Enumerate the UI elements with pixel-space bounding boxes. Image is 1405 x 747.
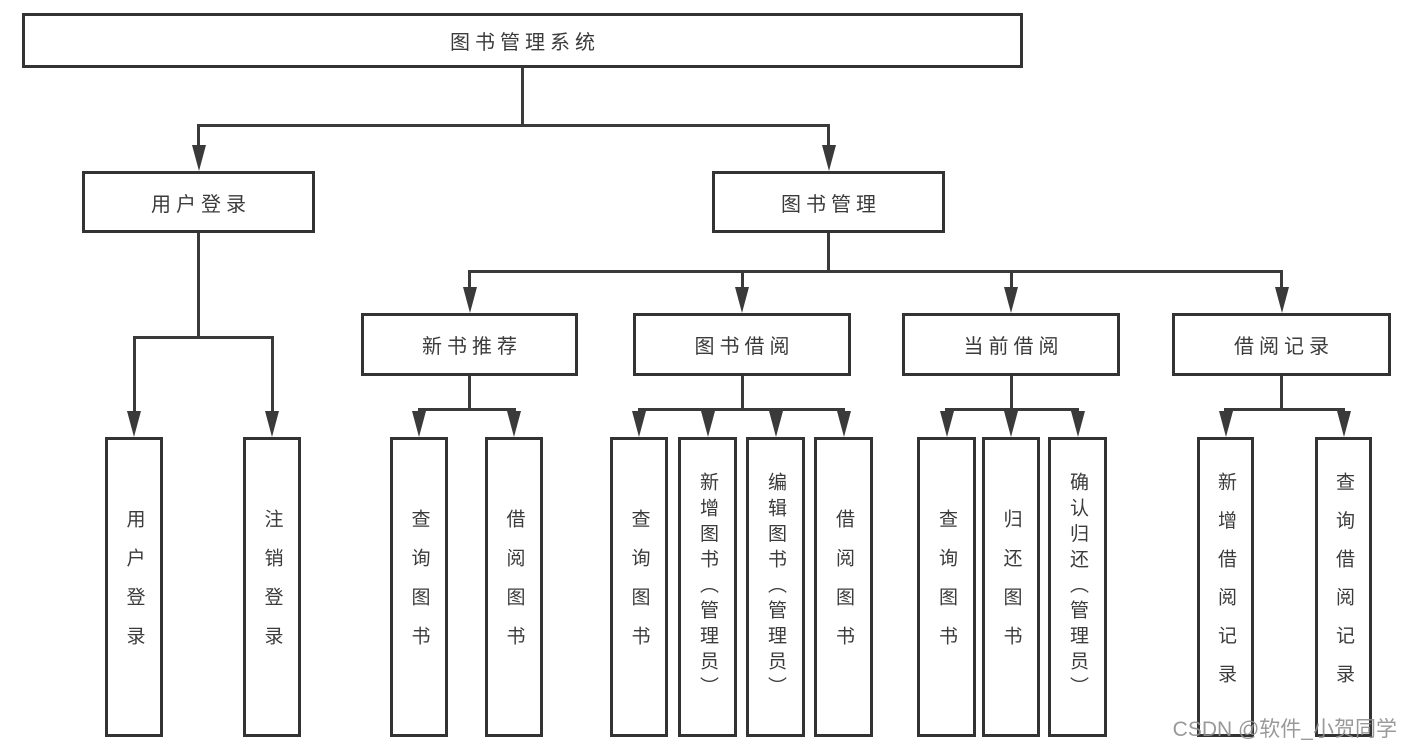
arrowhead-down-icon (768, 411, 783, 437)
connector-rail (637, 408, 845, 411)
node-user-login: 用户登录 (82, 171, 315, 233)
node-v-borrow-book-1: 借阅图书 (485, 437, 543, 737)
arrowhead-down-icon (1336, 411, 1351, 437)
arrowhead-down-icon (939, 411, 954, 437)
connector-drop (132, 336, 136, 413)
node-book-mgmt: 图书管理 (712, 171, 945, 233)
node-v-query-book-2: 查询图书 (610, 437, 668, 737)
arrowhead-down-icon (507, 411, 521, 437)
connector-rail (417, 408, 516, 411)
node-label-new-book-rec: 新书推荐 (422, 336, 522, 358)
node-label-v-query-book-2: 查询图书 (628, 509, 650, 665)
node-label-v-add-book: 新增图书（管理员） (697, 472, 718, 702)
connector-rail (468, 270, 1283, 273)
connector-drop (827, 124, 830, 147)
connector-drop (1009, 270, 1013, 289)
node-label-root: 图书管理系统 (450, 32, 600, 54)
arrowhead-down-icon (836, 411, 851, 437)
connector-rail (197, 124, 830, 127)
connector-stem (1009, 376, 1013, 411)
node-label-book-borrow: 图书借阅 (694, 336, 795, 358)
connector-drop (1280, 270, 1283, 289)
connector-drop (197, 124, 200, 147)
arrowhead-down-icon (127, 411, 141, 437)
node-label-v-edit-book: 编辑图书（管理员） (765, 472, 786, 702)
node-label-current-borrow: 当前借阅 (963, 336, 1064, 358)
node-v-add-borrow-record: 新增借阅记录 (1197, 437, 1254, 737)
node-v-borrow-book-2: 借阅图书 (814, 437, 873, 737)
node-v-logout: 注销登录 (243, 437, 301, 737)
arrowhead-down-icon (462, 287, 477, 313)
node-v-add-book: 新增图书（管理员） (678, 437, 737, 737)
node-label-borrow-records: 借阅记录 (1234, 336, 1334, 358)
connector-drop (740, 270, 744, 289)
arrowhead-down-icon (265, 411, 279, 437)
arrowhead-down-icon (191, 145, 206, 171)
arrowhead-down-icon (412, 411, 426, 437)
arrowhead-down-icon (1004, 411, 1018, 437)
node-root: 图书管理系统 (22, 13, 1023, 68)
connector-drop (270, 336, 274, 413)
arrowhead-down-icon (1004, 287, 1018, 313)
node-label-v-query-book-3: 查询图书 (936, 509, 957, 665)
csdn-watermark: CSDN @软件_小贺同学 (1172, 718, 1397, 741)
connector-drop (468, 270, 471, 289)
connector-rail (132, 336, 274, 339)
arrowhead-down-icon (1218, 411, 1233, 437)
connector-stem (521, 68, 524, 127)
connector-stem (1280, 376, 1283, 411)
connector-stem (468, 376, 471, 411)
connector-rail (945, 408, 1079, 411)
node-label-v-logout: 注销登录 (261, 509, 283, 665)
connector-rail (1224, 408, 1345, 411)
node-label-v-user-login: 用户登录 (123, 509, 145, 665)
connector-stem (197, 233, 200, 339)
node-v-query-borrow-record: 查询借阅记录 (1315, 437, 1372, 737)
node-new-book-rec: 新书推荐 (361, 313, 578, 376)
node-v-edit-book: 编辑图书（管理员） (746, 437, 805, 737)
node-v-user-login: 用户登录 (105, 437, 163, 737)
node-label-v-query-borrow-record: 查询借阅记录 (1333, 472, 1354, 702)
node-label-v-add-borrow-record: 新增借阅记录 (1215, 472, 1236, 702)
arrowhead-down-icon (1070, 411, 1085, 437)
arrowhead-down-icon (735, 287, 749, 313)
arrowhead-down-icon (700, 411, 715, 437)
node-v-query-book-1: 查询图书 (390, 437, 448, 737)
arrowhead-down-icon (821, 145, 836, 171)
node-label-v-confirm-return: 确认归还（管理员） (1067, 472, 1088, 702)
node-v-return-book: 归还图书 (982, 437, 1040, 737)
connector-stem (740, 376, 744, 411)
arrowhead-down-icon (1274, 287, 1289, 313)
node-label-book-mgmt: 图书管理 (781, 193, 881, 216)
node-label-user-login: 用户登录 (151, 193, 251, 216)
node-label-v-borrow-book-2: 借阅图书 (833, 509, 854, 665)
node-label-v-borrow-book-1: 借阅图书 (503, 509, 525, 665)
node-label-v-query-book-1: 查询图书 (408, 509, 430, 665)
node-v-query-book-3: 查询图书 (917, 437, 976, 737)
node-v-confirm-return: 确认归还（管理员） (1048, 437, 1107, 737)
node-current-borrow: 当前借阅 (902, 313, 1120, 376)
arrowhead-down-icon (632, 411, 646, 437)
connector-stem (827, 233, 830, 273)
node-borrow-records: 借阅记录 (1172, 313, 1391, 376)
node-book-borrow: 图书借阅 (633, 313, 851, 376)
node-label-v-return-book: 归还图书 (1000, 509, 1022, 665)
